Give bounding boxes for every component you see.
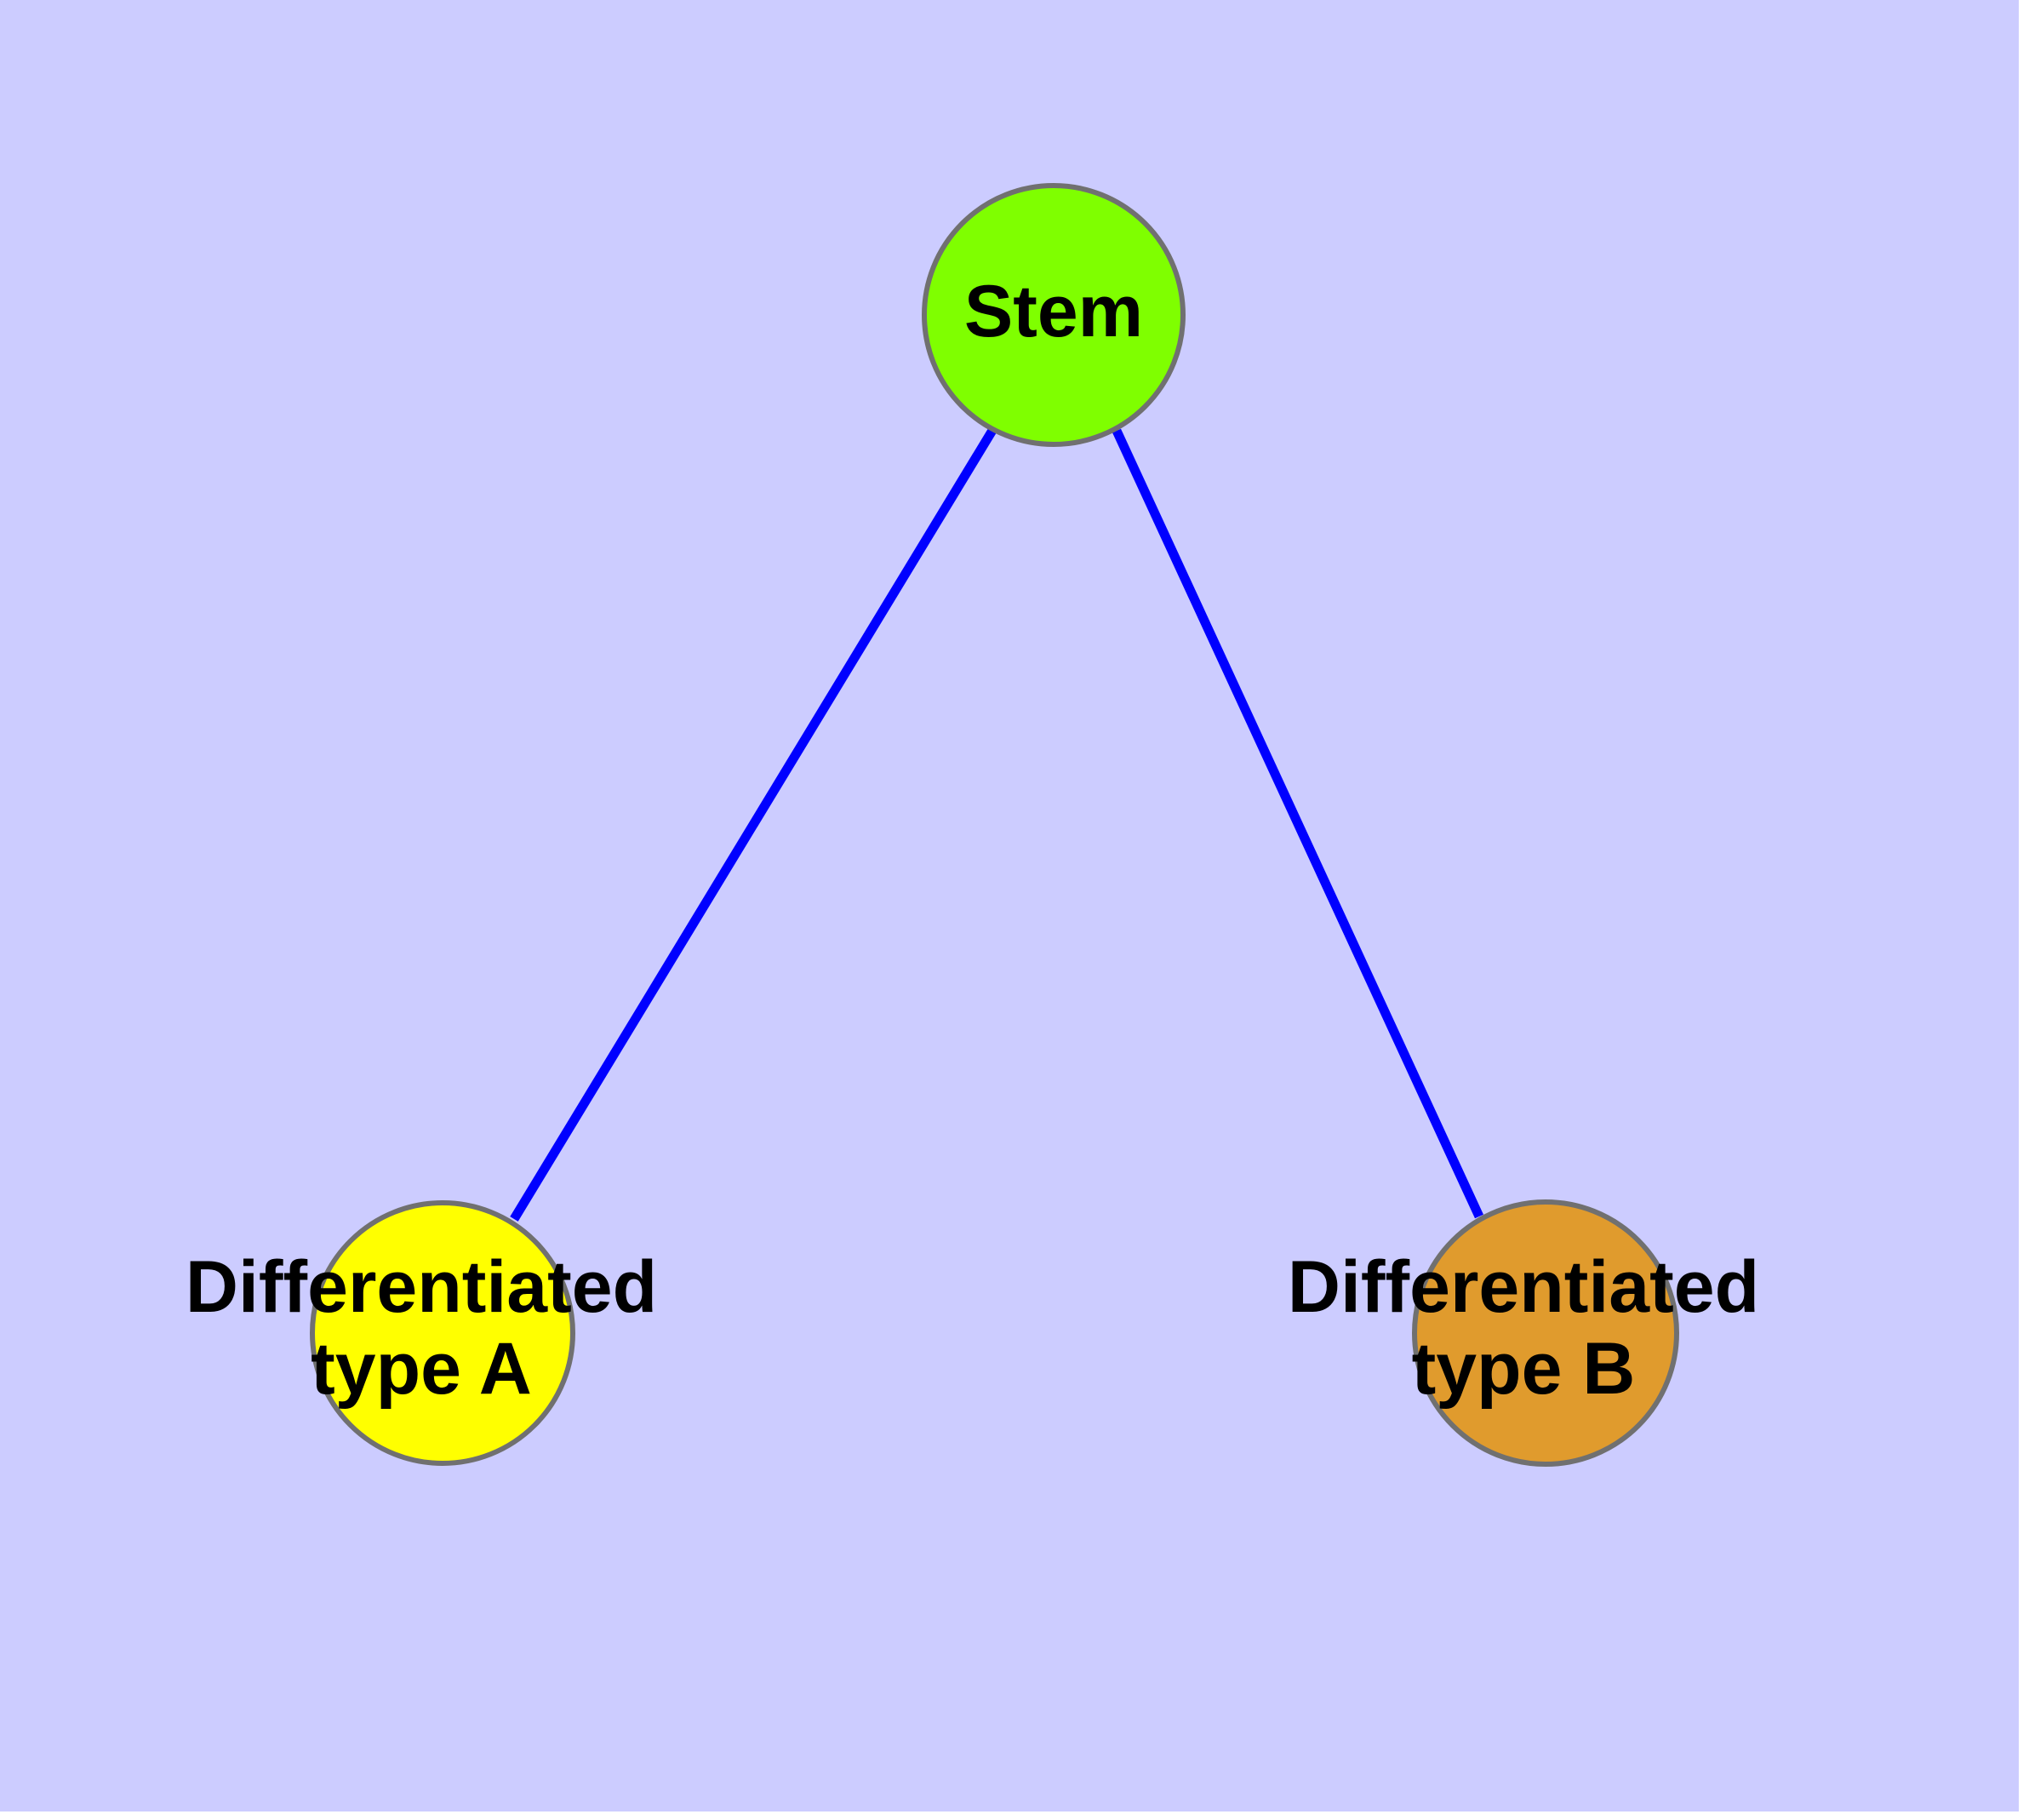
node-differentiated-type-b-circle[interactable] [1412,1199,1679,1467]
node-label-line: type B [1412,1328,1636,1410]
edge-layer [510,426,1483,1222]
node-label-line: Stem [964,271,1143,352]
node-label-line: type A [311,1328,532,1410]
node-label-line: Differentiated [1288,1246,1759,1328]
node-differentiated-type-a-circle[interactable] [310,1200,575,1466]
node-stem-circle[interactable] [922,183,1186,447]
edge-stem-to-differentiated-type-a [510,426,997,1222]
edge-stem-to-differentiated-type-b [1112,428,1483,1219]
node-layer [310,183,1679,1467]
node-label-line: Differentiated [186,1246,657,1328]
node-stem-label: Stem [964,271,1143,352]
